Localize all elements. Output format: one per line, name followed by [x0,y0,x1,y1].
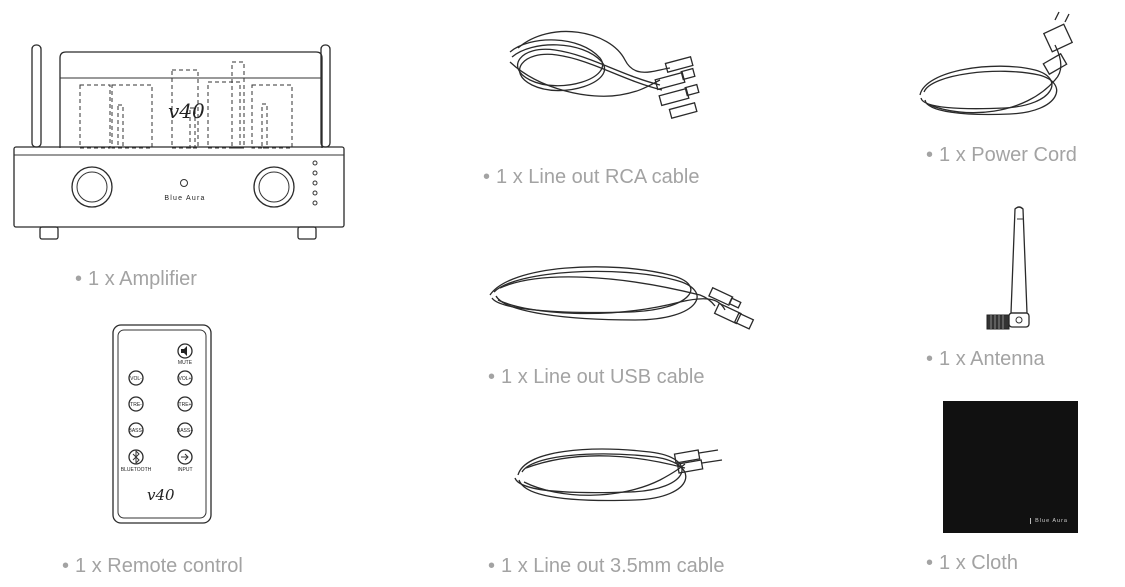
amplifier-item: v40 Blue Aura •1 x Amplifier [0,0,360,300]
cloth-item: Blue Aura •1 x Cloth [905,395,1125,587]
amplifier-brand: Blue Aura [164,195,205,202]
svg-text:TRE-: TRE- [130,402,142,408]
amplifier-model-mark: v40 [168,99,205,123]
amplifier-caption: •1 x Amplifier [75,268,197,290]
svg-text:BASS+: BASS+ [177,428,193,434]
svg-text:TRE+: TRE+ [179,402,192,408]
usb-cable-caption: •1 x Line out USB cable [488,366,705,388]
remote-illustration: MUTE VOL- VOL+ TRE- TRE+ BASS- BASS+ BLU… [112,324,212,524]
cloth-brand: Blue Aura [1030,518,1068,524]
svg-text:BASS-: BASS- [128,428,143,434]
power-cord-item: •1 x Power Cord [905,0,1125,180]
power-cord-caption: •1 x Power Cord [926,144,1077,166]
svg-text:BLUETOOTH: BLUETOOTH [121,467,152,473]
antenna-illustration [986,206,1030,330]
rca-cable-illustration [509,30,700,119]
svg-text:VOL+: VOL+ [179,376,192,382]
usb-cable-illustration [489,266,755,330]
remote-model-mark: v40 [147,486,175,504]
remote-item: MUTE VOL- VOL+ TRE- TRE+ BASS- BASS+ BLU… [0,300,360,587]
aux-cable-caption: •1 x Line out 3.5mm cable [488,555,725,577]
cloth-swatch: Blue Aura [943,401,1078,533]
power-cord-illustration [919,11,1074,116]
cloth-caption: •1 x Cloth [926,552,1018,574]
aux-cable-item: •1 x Line out 3.5mm cable [470,420,800,587]
aux-cable-illustration [514,448,723,502]
svg-text:MUTE: MUTE [178,360,193,366]
usb-cable-item: •1 x Line out USB cable [470,240,800,400]
rca-cable-item: •1 x Line out RCA cable [470,0,800,200]
svg-text:VOL-: VOL- [130,376,142,382]
svg-text:INPUT: INPUT [178,467,193,473]
antenna-caption: •1 x Antenna [926,348,1045,370]
antenna-item: •1 x Antenna [905,195,1125,375]
amplifier-illustration: v40 Blue Aura [13,44,345,240]
rca-cable-caption: •1 x Line out RCA cable [483,166,700,188]
remote-caption: •1 x Remote control [62,555,243,577]
